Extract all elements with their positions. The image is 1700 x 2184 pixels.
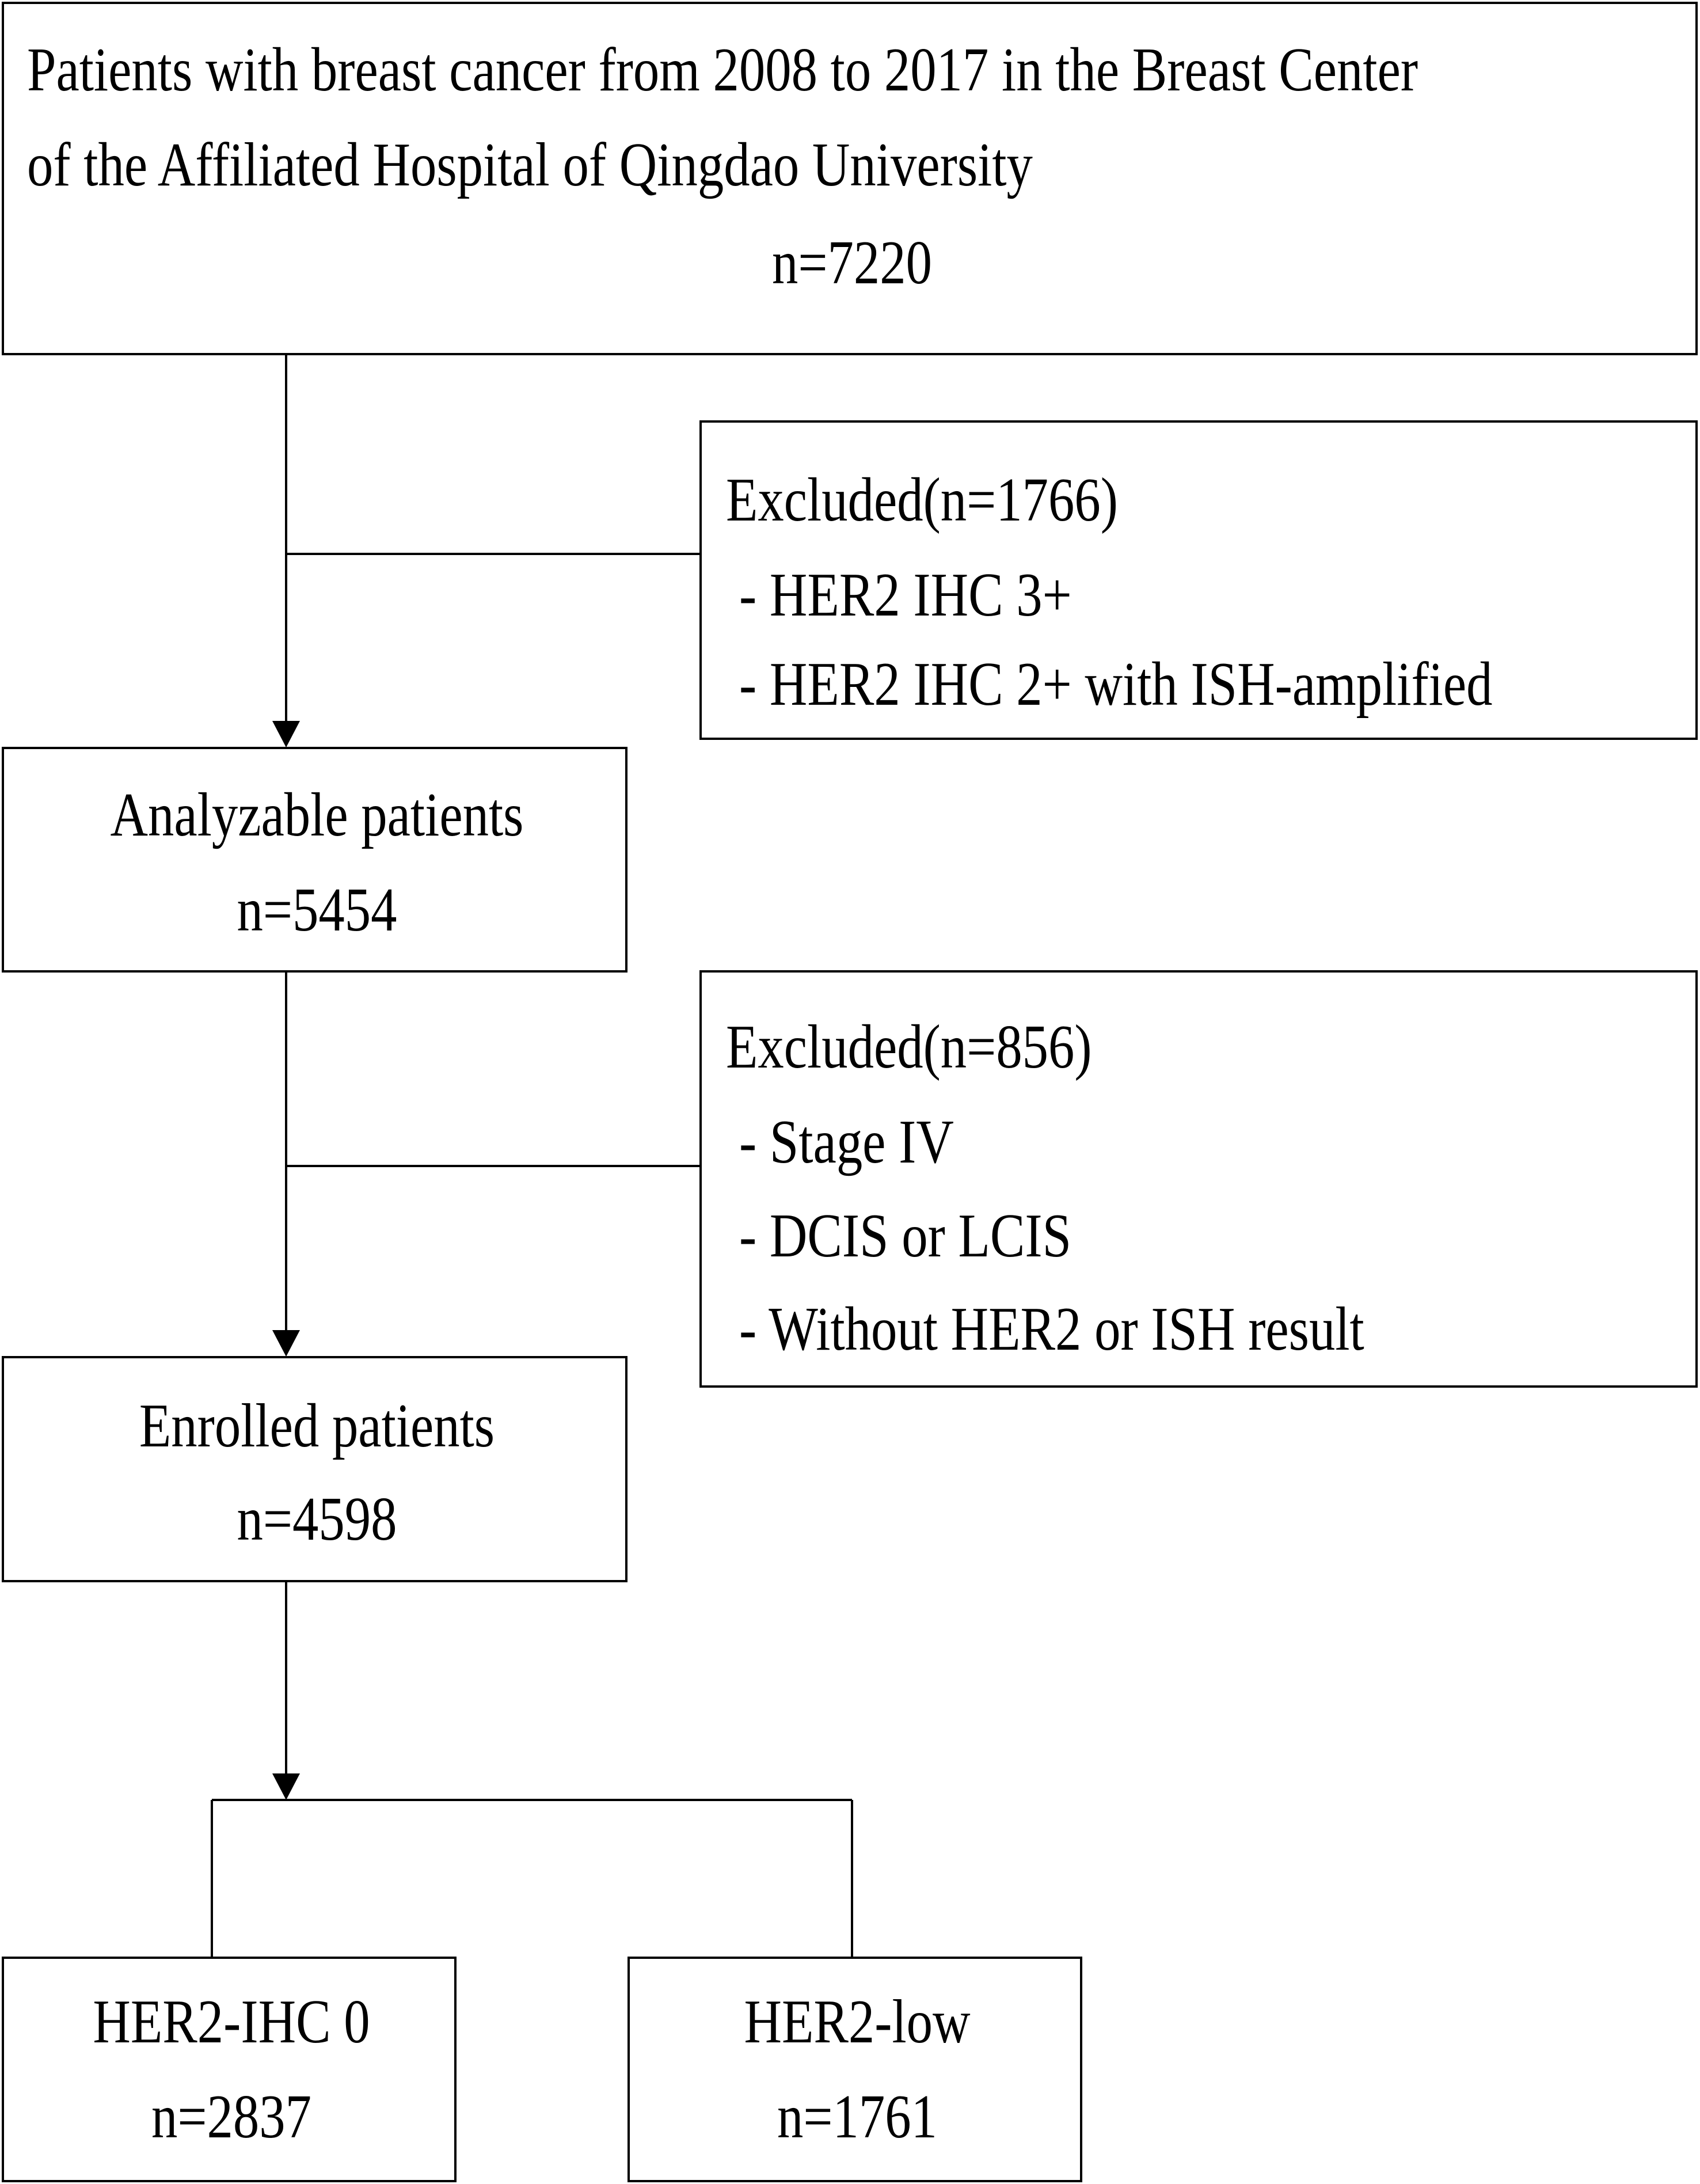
source-count: n=7220 <box>772 229 932 297</box>
source-line-1: Patients with breast cancer from 2008 to… <box>27 36 1418 104</box>
exclusion-1-title: Excluded(n=1766) <box>726 466 1118 534</box>
group-count: n=2837 <box>151 2083 311 2151</box>
group-her2-low-box: HER2-low n=1761 <box>627 1957 1082 2182</box>
group-label: HER2-low <box>744 1988 971 2056</box>
source-line-2: of the Affiliated Hospital of Qingdao Un… <box>27 131 1033 199</box>
exclusion-1-item: - HER2 IHC 3+ <box>739 561 1072 629</box>
analyzable-patients-box: Analyzable patients n=5454 <box>2 747 627 973</box>
arrowhead-analyzable <box>272 721 300 747</box>
analyzable-count: n=5454 <box>237 876 397 944</box>
arrowhead-split <box>272 1773 300 1800</box>
group-count: n=1761 <box>777 2083 937 2151</box>
exclusion-2-item: - DCIS or LCIS <box>739 1202 1072 1270</box>
exclusion-box-1: Excluded(n=1766) - HER2 IHC 3+ - HER2 IH… <box>699 420 1698 740</box>
group-her2-ihc0-box: HER2-IHC 0 n=2837 <box>2 1957 457 2182</box>
group-label: HER2-IHC 0 <box>93 1988 370 2056</box>
source-population-box: Patients with breast cancer from 2008 to… <box>2 2 1698 355</box>
enrolled-patients-box: Enrolled patients n=4598 <box>2 1356 627 1582</box>
enrolled-count: n=4598 <box>237 1485 397 1554</box>
exclusion-2-title: Excluded(n=856) <box>726 1013 1092 1081</box>
arrowhead-enrolled <box>272 1330 300 1357</box>
exclusion-2-item: - Without HER2 or ISH result <box>739 1295 1364 1363</box>
exclusion-1-item: - HER2 IHC 2+ with ISH-amplified <box>739 650 1493 719</box>
enrolled-label: Enrolled patients <box>139 1392 495 1460</box>
analyzable-label: Analyzable patients <box>110 781 524 849</box>
exclusion-2-item: - Stage IV <box>739 1108 954 1176</box>
exclusion-box-2: Excluded(n=856) - Stage IV - DCIS or LCI… <box>699 970 1698 1388</box>
